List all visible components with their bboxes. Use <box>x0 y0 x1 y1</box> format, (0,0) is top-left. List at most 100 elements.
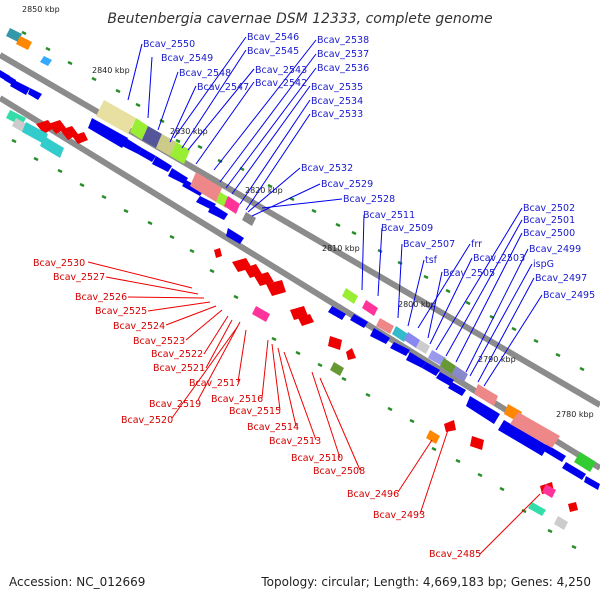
gene-label: Bcav_2508 <box>313 466 365 477</box>
reverse-label-lines <box>87 261 541 555</box>
gene-label: Bcav_2515 <box>229 406 281 417</box>
gene-label: Bcav_2535 <box>311 82 363 93</box>
gene-label: Bcav_2527 <box>53 272 105 283</box>
gene-label: Bcav_2519 <box>149 399 201 410</box>
gene-arrow <box>498 420 548 456</box>
gene-label: Bcav_2509 <box>381 223 433 234</box>
gene-arrow <box>422 362 440 376</box>
gene-label: Bcav_2524 <box>113 321 165 332</box>
summary-text: Topology: circular; Length: 4,669,183 bp… <box>260 575 591 589</box>
accession-text: Accession: NC_012669 <box>9 575 145 589</box>
gene-arrow <box>28 88 42 100</box>
reverse-genes <box>36 120 578 512</box>
gene-label: Bcav_2521 <box>153 363 205 374</box>
gene-label: Bcav_2523 <box>133 336 185 347</box>
gene-arrow <box>88 118 128 148</box>
gene-arrow <box>10 80 30 95</box>
gene-label: Bcav_2520 <box>121 415 173 426</box>
gene-label: Bcav_2548 <box>179 68 231 79</box>
gene-arrow <box>244 264 262 278</box>
gene-label: Bcav_2543 <box>255 65 307 76</box>
gene-arrow <box>266 280 286 296</box>
tick-label: 2820 kbp <box>245 186 283 195</box>
gene-arrow <box>568 502 578 512</box>
gene-label: Bcav_2511 <box>363 210 415 221</box>
gene-label: Bcav_2538 <box>317 35 369 46</box>
gene-arrow <box>448 382 466 396</box>
gene-label: Bcav_2547 <box>197 82 249 93</box>
gene-label: Bcav_2528 <box>343 194 395 205</box>
gene-arrow <box>182 180 204 196</box>
gene-arrow <box>406 352 426 368</box>
gene-arrow <box>254 272 274 286</box>
gene-label: Bcav_2529 <box>321 179 373 190</box>
tick-label: 2840 kbp <box>92 66 130 75</box>
gene-arrow <box>138 148 156 162</box>
gene-arrow <box>470 436 484 450</box>
tick-label: 2800 kbp <box>398 300 436 309</box>
gene-label: Bcav_2502 <box>523 203 575 214</box>
gene-arrow <box>214 248 222 258</box>
gene-label: Bcav_2522 <box>151 349 203 360</box>
tick-label: 2790 kbp <box>478 355 516 364</box>
gene-label: Bcav_2517 <box>189 378 241 389</box>
gene-label: Bcav_2510 <box>291 453 343 464</box>
gene-arrow <box>72 132 88 144</box>
gene-arrow <box>226 228 244 244</box>
gene-label: tsf <box>425 255 438 266</box>
kbp-ticks: 2850 kbp 2840 kbp 2830 kbp 2820 kbp 2810… <box>22 5 594 419</box>
gene-arrow <box>346 348 356 360</box>
forward-label-lines <box>127 36 543 387</box>
gene-arrow <box>444 420 456 432</box>
gene-arrow <box>328 336 342 350</box>
gene-label: Bcav_2546 <box>247 32 299 43</box>
gene-label: Bcav_2545 <box>247 46 299 57</box>
reverse-labels: Bcav_2530 Bcav_2527 Bcav_2526 Bcav_2525 … <box>33 258 481 560</box>
gene-label: Bcav_2499 <box>529 244 581 255</box>
gene-label: Bcav_2497 <box>535 273 587 284</box>
gene-label: Bcav_2530 <box>33 258 85 269</box>
tick-label: 2850 kbp <box>22 5 60 14</box>
gene-label: Bcav_2537 <box>317 49 369 60</box>
gene-label: Bcav_2503 <box>473 253 525 264</box>
gene-arrow <box>562 462 586 480</box>
gene-label: Bcav_2542 <box>255 78 307 89</box>
gene-label: Bcav_2534 <box>311 96 363 107</box>
gene-label: Bcav_2514 <box>247 422 299 433</box>
gene-label: Bcav_2513 <box>269 436 321 447</box>
gene-label: Bcav_2505 <box>443 268 495 279</box>
gene-label: ispG <box>533 259 554 270</box>
gene-arrow <box>370 328 390 344</box>
gene-arrow <box>168 168 188 184</box>
gene-arrow <box>436 372 454 386</box>
gene-label: frr <box>471 239 482 250</box>
gene-label: Bcav_2526 <box>75 292 127 303</box>
gene-arrow <box>350 314 368 328</box>
gene-label: Bcav_2516 <box>211 394 263 405</box>
reverse-features <box>6 110 568 530</box>
map-title: Beutenbergia cavernae DSM 12333, complet… <box>107 11 492 27</box>
tick-label: 2780 kbp <box>556 410 594 419</box>
gene-arrow <box>466 396 500 424</box>
gene-label: Bcav_2495 <box>543 290 595 301</box>
gene-arrow <box>328 306 346 320</box>
gene-label: Bcav_2549 <box>161 53 213 64</box>
gene-label: Bcav_2500 <box>523 228 575 239</box>
gene-label: Bcav_2536 <box>317 63 369 74</box>
gene-label: Bcav_2496 <box>347 489 399 500</box>
forward-genes <box>0 70 600 490</box>
gene-arrow <box>122 138 142 154</box>
tick-label: 2810 kbp <box>322 244 360 253</box>
gene-arrow <box>208 204 228 220</box>
gene-label: Bcav_2532 <box>301 163 353 174</box>
gene-label: Bcav_2507 <box>403 239 455 250</box>
gene-arrow <box>298 314 314 326</box>
gene-label: Bcav_2493 <box>373 510 425 521</box>
gene-label: Bcav_2525 <box>95 306 147 317</box>
gene-arrow <box>152 156 172 172</box>
tick-label: 2830 kbp <box>170 127 208 136</box>
forward-features <box>6 28 596 472</box>
gene-arrow <box>390 342 410 356</box>
gene-arrow <box>542 444 566 462</box>
